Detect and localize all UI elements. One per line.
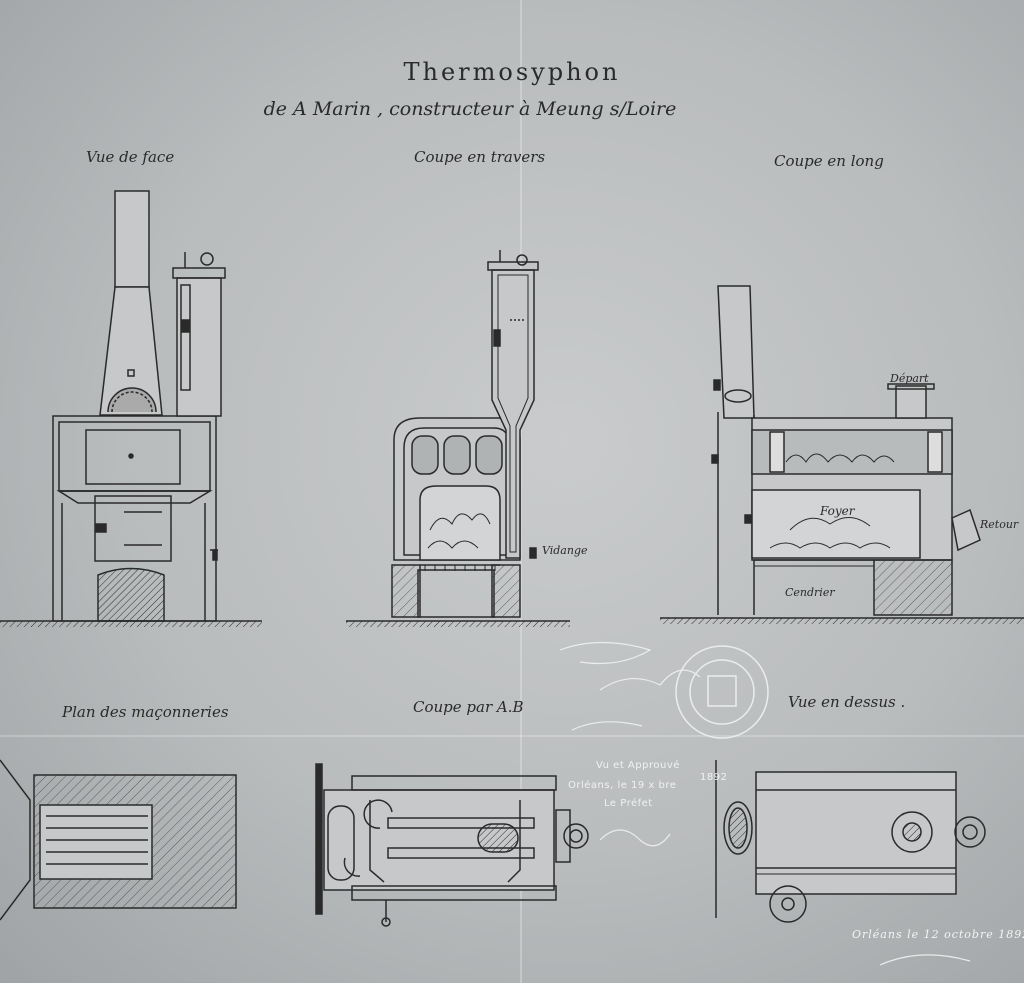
- long-section-drawing: [711, 285, 981, 616]
- front-view-drawing: [52, 190, 226, 622]
- caption-ab-section: Coupe par A.B: [413, 698, 524, 716]
- prefecture-seal: [559, 641, 971, 966]
- stamp-year: 1892: [700, 772, 728, 783]
- label-foyer: Foyer: [820, 504, 855, 518]
- document-title: Thermosyphon: [403, 58, 621, 86]
- label-depart: Départ: [890, 372, 929, 385]
- caption-masonry-plan: Plan des maçonneries: [62, 703, 229, 721]
- stamp-prefet: Le Préfet: [604, 798, 653, 809]
- document-subtitle: de A Marin , constructeur à Meung s/Loir…: [263, 98, 677, 120]
- caption-front-view: Vue de face: [86, 148, 175, 166]
- fold-line-vertical: [520, 0, 522, 983]
- ground-lines: [0, 617, 1024, 627]
- stamp-date: Orléans, le 19 x bre: [568, 780, 677, 791]
- stamp-vu-approuve: Vu et Approuvé: [596, 760, 680, 771]
- cross-section-drawing: [391, 250, 539, 618]
- signature-date: Orléans le 12 octobre 1892: [852, 928, 1024, 941]
- caption-cross-section: Coupe en travers: [414, 148, 546, 166]
- label-vidange: Vidange: [542, 544, 588, 557]
- caption-top-view: Vue en dessus .: [788, 693, 906, 711]
- caption-long-section: Coupe en long: [774, 152, 884, 170]
- masonry-plan-drawing: [0, 759, 237, 921]
- label-retour: Retour: [980, 518, 1019, 531]
- label-cendrier: Cendrier: [785, 586, 835, 599]
- ab-section-drawing: [315, 763, 589, 927]
- top-view-drawing: [715, 760, 986, 923]
- fold-line-horizontal: [0, 735, 1024, 737]
